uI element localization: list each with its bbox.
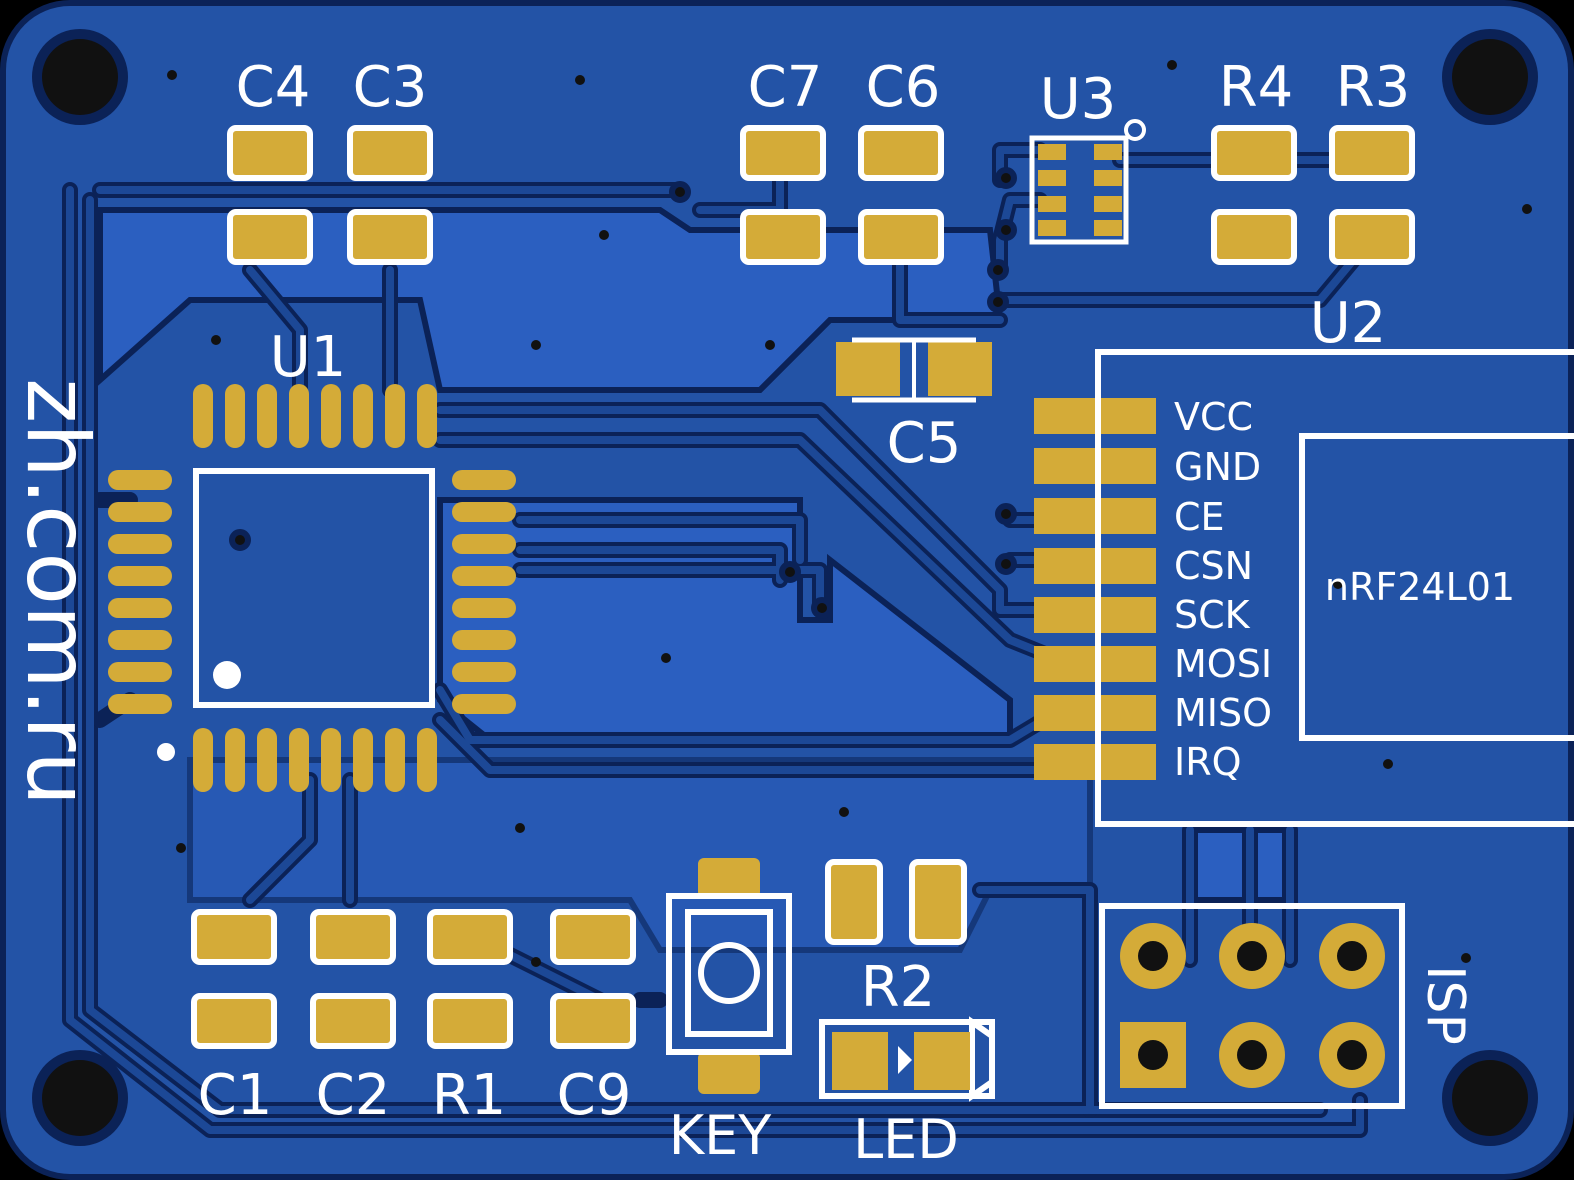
mounting-hole-bottom-left [32,1050,128,1146]
c2-footprint [310,909,396,1049]
pin-label-gnd: GND [1174,445,1261,489]
ringed-vias [229,167,1017,619]
brand-text: zh.com.ru [7,378,107,806]
u2-module [1034,349,1574,827]
u1-pins-top [193,384,437,448]
label-c9: C9 [557,1063,632,1128]
c9-footprint [550,909,636,1049]
label-u2: U2 [1310,291,1387,356]
module-name: nRF24L01 [1325,565,1515,609]
u2-pin-labels: VCC GND CE CSN SCK MOSI MISO IRQ [1174,395,1272,784]
pin-label-ce: CE [1174,495,1225,539]
label-c6: C6 [866,55,941,120]
pin-label-miso: MISO [1174,691,1272,735]
label-c7: C7 [748,55,823,120]
label-c3: C3 [353,55,428,120]
c7-footprint [740,125,826,265]
isp-header [1099,903,1405,1109]
c3-footprint [347,125,433,265]
label-key: KEY [669,1104,773,1167]
u1-pins-left [108,470,172,714]
c1-footprint [191,909,277,1049]
silkscreen-labels: C4 C3 C7 C6 U3 R4 R3 U2 U1 C5 R2 C1 C2 R… [7,55,1515,1171]
label-u3: U3 [1040,67,1117,132]
c5-footprint [836,337,992,403]
key-actuator [698,942,760,1004]
c4-footprint [227,125,313,265]
u1-pin1-dot [157,743,175,761]
pin-label-mosi: MOSI [1174,642,1272,686]
u2-outline [1095,349,1574,827]
u3-pin1-marker [1124,119,1146,141]
pin-label-irq: IRQ [1174,740,1242,784]
label-u1: U1 [270,325,347,390]
mounting-hole-bottom-right [1442,1050,1538,1146]
r3-footprint [1329,125,1415,265]
pin-label-vcc: VCC [1174,395,1253,439]
mounting-hole-top-left [32,29,128,125]
label-r4: R4 [1219,55,1294,120]
label-r1: R1 [432,1063,507,1128]
label-c4: C4 [236,55,311,120]
smd-pads [191,125,1415,1049]
u3-chip [1029,119,1146,245]
pin-label-sck: SCK [1174,593,1251,637]
u1-pins-bottom [193,728,437,792]
mounting-hole-top-right [1442,29,1538,125]
label-c5: C5 [887,411,962,476]
mounting-holes [32,29,1538,1146]
r1-footprint [427,909,513,1049]
label-r3: R3 [1336,55,1411,120]
key-button-footprint [666,858,792,1094]
r4-footprint [1211,125,1297,265]
c6-footprint [858,125,944,265]
label-led: LED [853,1108,959,1171]
led-footprint [819,1016,995,1102]
label-isp: ISP [1415,965,1475,1045]
u1-chip [108,384,516,792]
u1-body-outline [193,468,435,708]
pin-label-csn: CSN [1174,544,1253,588]
label-c1: C1 [198,1063,273,1128]
label-c2: C2 [316,1063,391,1128]
u1-pins-right [452,470,516,714]
u2-chip-outline [1299,433,1574,741]
r2-footprint [825,859,967,945]
u1-pin1-marker [213,661,241,689]
label-r2: R2 [861,955,936,1020]
vias [167,60,1532,967]
